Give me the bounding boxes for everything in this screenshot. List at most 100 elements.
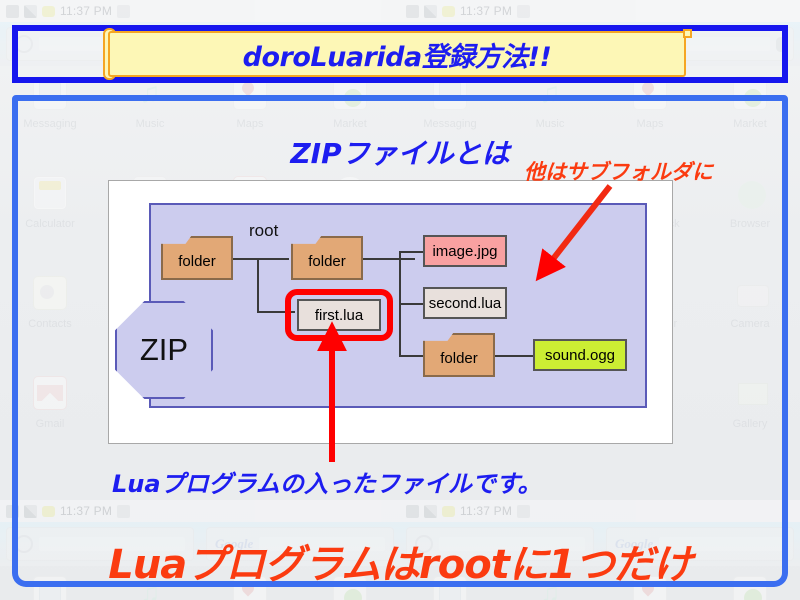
edge-folderroot-foldersub [399,355,425,357]
battery-icon [442,505,455,517]
top-title-frame [12,25,788,83]
app-label: Contacts [28,318,72,330]
app-icon-contacts[interactable]: Contacts [0,266,100,366]
edge-folderouter-folderroot [231,258,289,260]
zip-structure-diagram: ZIP root folder folder first.lua image.j… [108,180,673,444]
google-search-widget[interactable]: Google [606,527,794,561]
usb-icon [117,4,131,18]
app-label: Music [135,118,165,130]
status-bar-bottom: 11:37 PM 11:37 PM [0,500,800,522]
voice-search-widget[interactable] [406,527,594,561]
node-image-jpg[interactable]: image.jpg [423,235,507,267]
google-search-widget[interactable]: Google [206,527,394,561]
node-label: image.jpg [432,242,498,260]
app-icon-music[interactable]: Music [500,566,600,600]
music-icon [129,572,171,600]
edge-folderroot-branch [363,258,415,260]
usb-icon [117,504,131,518]
node-label: first.lua [314,306,364,324]
bottom-banner-text: Luaプログラムはrootに1つだけ [108,542,692,588]
app-label: Maps [636,118,664,130]
app-label: Camera [730,318,770,330]
node-sound-ogg[interactable]: sound.ogg [533,339,627,371]
node-label: folder [308,252,346,270]
app-label: Gmail [35,418,65,430]
app-grid-row-5: MessagingMusicMapsMarketMessagingMusicMa… [0,566,800,600]
app-icon-maps[interactable]: Maps [200,566,300,600]
app-label: Market [733,118,767,130]
voice-search-widget[interactable] [6,527,194,561]
signal-icon [424,4,437,18]
app-label: Messaging [23,118,77,130]
calculator-icon [29,172,71,214]
edge-foldersub-soundogg [495,355,533,357]
app-label: Gallery [732,418,768,430]
zip-archive-shape: ZIP [115,301,213,399]
signal-icon [24,4,37,18]
maps-icon [629,572,671,600]
edge-folderroot-secondlua [399,303,423,305]
gallery-icon [729,372,771,414]
search-icon [415,535,433,553]
app-label: Maps [236,118,264,130]
messaging-icon [429,572,471,600]
browser-icon [729,172,771,214]
app-icon-browser[interactable]: Browser [700,166,800,266]
node-second-lua[interactable]: second.lua [423,287,507,319]
microphone-icon [776,36,785,52]
edge-folderouter-firstlua [257,311,295,313]
app-icon-music[interactable]: Music [100,566,200,600]
app-icon-gmail[interactable]: Gmail [0,366,100,466]
sim-icon [6,4,19,18]
sim-icon [406,504,419,518]
annotation-subfolder-note: 他はサブフォルダに [524,160,713,184]
status-time: 11:37 PM [460,4,513,18]
app-icon-camera[interactable]: Camera [700,266,800,366]
section-heading-zip: ZIPファイルとは [290,137,510,170]
app-icon-maps[interactable]: Maps [600,566,700,600]
node-first-lua[interactable]: first.lua [297,299,381,331]
market-icon [329,572,371,600]
node-label: sound.ogg [544,346,616,364]
google-logo: Google [615,536,654,551]
search-input[interactable] [659,37,770,51]
node-label: second.lua [428,294,502,312]
app-icon-market[interactable]: Market [700,566,800,600]
status-time: 11:37 PM [60,504,113,518]
scroll-curl-right-icon [683,29,692,38]
app-icon-market[interactable]: Market [300,566,400,600]
market-icon [729,572,771,600]
search-input[interactable] [39,537,185,551]
main-content-frame [12,95,788,587]
camera-icon [729,272,771,314]
battery-icon [42,5,55,17]
zip-contents-region [149,203,647,408]
page-title: doroLuarida登録方法!! [242,41,552,73]
usb-icon [517,504,531,518]
app-label: Market [333,118,367,130]
search-input[interactable] [659,537,785,551]
edge-folderouter-firstlua-vertical [257,258,259,313]
app-icon-messaging[interactable]: Messaging [400,566,500,600]
sim-icon [406,4,419,18]
signal-icon [24,504,37,518]
node-label: folder [178,252,216,270]
contacts-icon [29,272,71,314]
app-icon-calculator[interactable]: Calculator [0,166,100,266]
search-input[interactable] [259,537,385,551]
top-title-ribbon: doroLuarida登録方法!! [108,31,686,77]
maps-icon [229,572,271,600]
app-icon-messaging[interactable]: Messaging [0,566,100,600]
edge-folderroot-imagejpg [399,251,423,253]
app-icon-gallery[interactable]: Gallery [700,366,800,466]
app-label: Browser [729,218,771,230]
usb-icon [517,4,531,18]
status-time: 11:37 PM [460,504,513,518]
zip-label: ZIP [139,332,189,367]
signal-icon [424,504,437,518]
gmail-icon [29,372,71,414]
search-input[interactable] [439,537,585,551]
app-label: Music [535,118,565,130]
node-label: folder [440,349,478,367]
root-label: root [249,221,279,240]
